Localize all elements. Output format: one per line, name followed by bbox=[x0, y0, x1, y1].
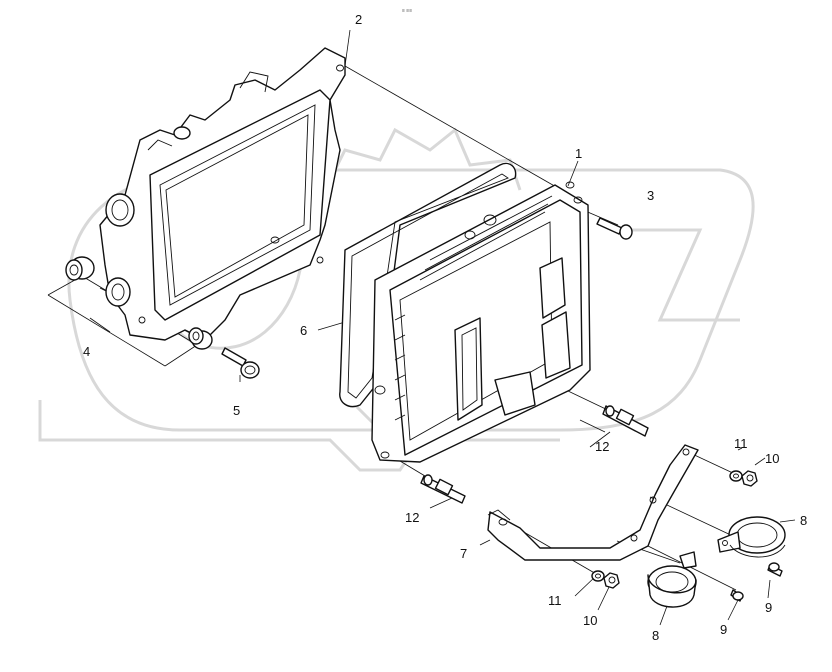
part-screw-3 bbox=[596, 217, 633, 240]
callout-10-right: 10 bbox=[765, 451, 779, 466]
part-clamp-right bbox=[717, 516, 786, 558]
callout-7: 7 bbox=[460, 546, 467, 561]
part-bracket bbox=[487, 444, 699, 561]
callout-12-lower: 12 bbox=[405, 510, 419, 525]
part-screw-5 bbox=[221, 347, 260, 379]
callout-11-right: 11 bbox=[734, 436, 748, 451]
part-ecu-module bbox=[371, 181, 591, 463]
part-nut-10-right bbox=[741, 470, 758, 487]
callout-6: 6 bbox=[300, 323, 307, 338]
part-screw-9-right bbox=[767, 562, 783, 577]
part-screw-9-bottom bbox=[730, 589, 744, 602]
callout-8-right: 8 bbox=[800, 513, 807, 528]
part-washer-11-right bbox=[729, 470, 743, 482]
callout-8-bottom: 8 bbox=[652, 628, 659, 643]
callout-11-bottom: 11 bbox=[548, 593, 562, 608]
callout-2: 2 bbox=[355, 12, 362, 27]
part-clamp-bottom bbox=[647, 551, 697, 608]
callout-labels: 1 2 3 4 5 6 7 8 8 9 9 10 10 11 11 12 12 bbox=[83, 12, 807, 643]
callout-12-upper: 12 bbox=[595, 439, 609, 454]
callout-5: 5 bbox=[233, 403, 240, 418]
callout-10-bottom: 10 bbox=[583, 613, 597, 628]
callout-4: 4 bbox=[83, 344, 90, 359]
part-stud-upper bbox=[602, 405, 649, 437]
part-washer-11-bottom bbox=[591, 570, 605, 582]
part-cover-frame bbox=[99, 47, 346, 341]
callout-1: 1 bbox=[575, 146, 582, 161]
callout-9-right: 9 bbox=[765, 600, 772, 615]
part-nut-10-bottom bbox=[603, 572, 620, 589]
part-stud-lower bbox=[420, 474, 466, 504]
callout-3: 3 bbox=[647, 188, 654, 203]
part-grommet bbox=[65, 256, 213, 350]
corner-mark: ≡ ≡≡ bbox=[402, 8, 412, 14]
callout-9-bottom: 9 bbox=[720, 622, 727, 637]
